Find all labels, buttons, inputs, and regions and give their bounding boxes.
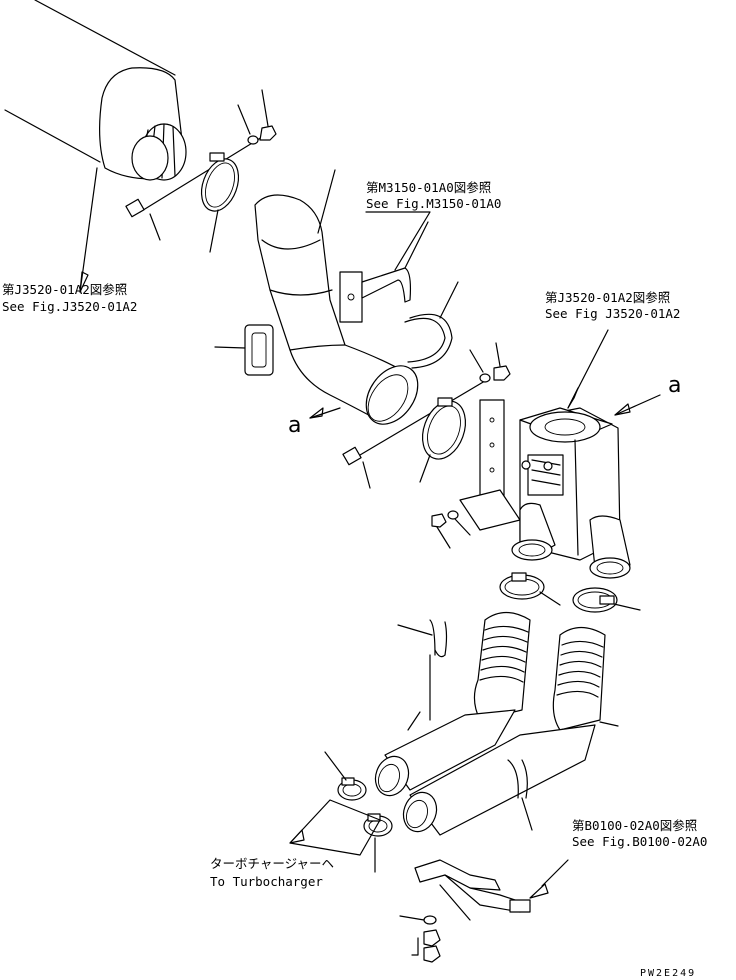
support-bracket-bottom	[414, 859, 531, 921]
air-cleaner	[4, 0, 187, 181]
leader-m3150	[365, 211, 431, 271]
turbo-label-jp: ターボチャージャーヘ	[210, 856, 334, 871]
drawing-code: PW2E249	[640, 968, 696, 979]
ref-j3520-left-jp: 第J3520-01A2図参照	[2, 282, 127, 297]
gasket-left	[214, 324, 274, 376]
arrowhead-turbo	[289, 829, 305, 844]
corrugated-hose-left	[374, 611, 531, 797]
corrugated-hose-right	[402, 626, 619, 836]
ref-j3520-right-jp: 第J3520-01A2図参照	[545, 290, 670, 305]
arrowhead-a-left	[309, 407, 324, 419]
marker-a-left: a	[288, 413, 301, 438]
u-bolt-hose-right	[507, 759, 533, 831]
leader-b0100	[541, 859, 569, 887]
turbo-flow-indicator	[289, 799, 381, 856]
marker-a-right: a	[668, 373, 681, 398]
arrow-a-left	[309, 407, 341, 419]
clamp-bolt-middle	[342, 377, 491, 489]
arrowhead-a-right	[614, 403, 631, 416]
ref-b0100-en: See Fig.B0100-02A0	[572, 834, 707, 849]
washer-nut-top	[237, 89, 277, 145]
hose-clamp-top	[200, 152, 240, 253]
arrowhead-j3520-right	[567, 387, 579, 409]
u-bolt-clamp	[404, 281, 459, 369]
washer-nut-middle	[469, 342, 511, 383]
leader-air-cleaner	[79, 167, 98, 293]
arrowhead-b0100	[529, 883, 549, 899]
intake-manifold-box	[459, 329, 631, 579]
clamp-bolt-top	[125, 136, 263, 241]
hose-clamp-middle	[419, 397, 467, 483]
arrow-a-right	[614, 394, 661, 416]
ref-m3150-jp: 第M3150-01A0図参照	[366, 180, 491, 195]
arrow-air-cleaner	[79, 271, 89, 293]
ref-m3150-en: See Fig.M3150-01A0	[366, 196, 501, 211]
ref-j3520-right-en: See Fig J3520-01A2	[545, 306, 680, 321]
u-bolt-hose-left	[397, 619, 448, 721]
nuts-bottom	[399, 915, 441, 963]
ref-j3520-left-en: See Fig.J3520-01A2	[2, 299, 137, 314]
turbo-label-en: To Turbocharger	[210, 874, 323, 889]
mounting-bracket	[339, 221, 429, 323]
ref-b0100-jp: 第B0100-02A0図参照	[572, 818, 697, 833]
intake-elbow-pipe	[254, 169, 419, 425]
nut-washer-box	[431, 510, 471, 549]
hose-clamps-lower	[499, 572, 641, 613]
